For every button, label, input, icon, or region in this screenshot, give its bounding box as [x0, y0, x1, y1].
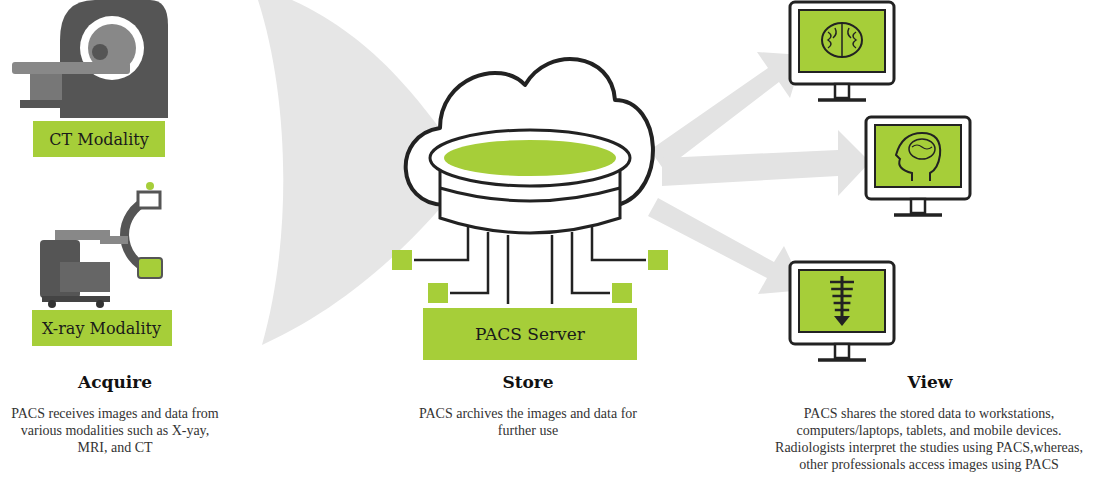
pacs-cloud — [392, 59, 668, 304]
step-description: PACS shares the stored data to workstati… — [765, 405, 1093, 473]
step-heading: Acquire — [5, 374, 225, 391]
step-description: PACS receives images and data from vario… — [5, 405, 225, 456]
monitor-spine — [790, 262, 894, 360]
box-label: PACS Server — [475, 324, 585, 344]
modality-label-box: CT Modality — [33, 121, 165, 157]
xray-c-arm — [40, 182, 162, 308]
ct-scanner — [12, 0, 168, 118]
step-heading: View — [765, 374, 1095, 391]
step-description: PACS archives the images and data for fu… — [410, 405, 646, 439]
box-label: CT Modality — [49, 130, 149, 149]
monitor-brain — [790, 2, 894, 100]
output-arrows — [648, 52, 870, 294]
modality-label-box: PACS Server — [423, 308, 637, 360]
box-label: X-ray Modality — [42, 319, 161, 338]
modality-label-box: X-ray Modality — [32, 310, 172, 346]
step-heading: Store — [410, 374, 646, 391]
monitor-head — [866, 117, 970, 215]
